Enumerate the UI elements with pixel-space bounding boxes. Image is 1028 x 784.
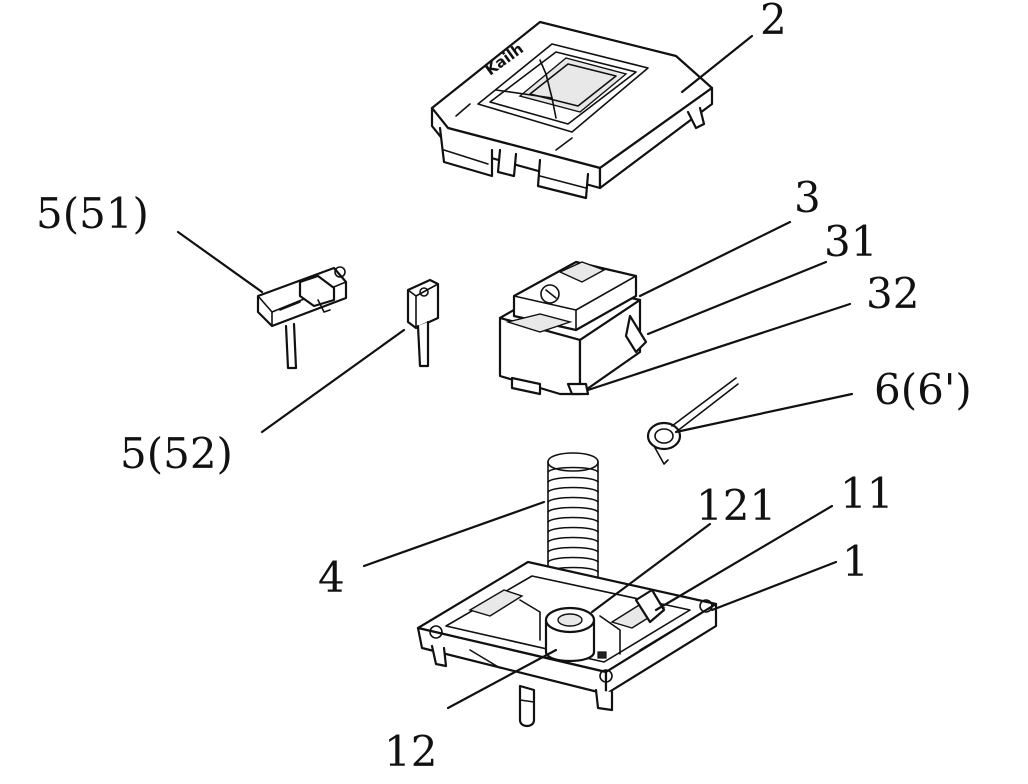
leader-lines: [176, 34, 854, 710]
callout-121: 121: [696, 481, 776, 530]
callout-2: 2: [760, 0, 787, 44]
terminal-52: [406, 278, 440, 368]
leader-32: [586, 302, 852, 392]
leader-121: [590, 522, 712, 614]
leader-3: [638, 220, 792, 298]
leader-31: [646, 260, 828, 336]
top-housing: Kailh: [430, 20, 714, 200]
callout-1: 1: [842, 537, 869, 586]
leader-5-52: [260, 328, 406, 434]
callout-5-51: 5(51): [36, 189, 149, 238]
callout-5-52: 5(52): [120, 429, 233, 478]
leader-6: [674, 392, 854, 434]
callout-6: 6(6'): [874, 365, 972, 414]
terminal-51: [256, 266, 348, 370]
bottom-housing: [416, 560, 718, 728]
callout-labels: 2 5(51) 3 31 32 6(6') 5(52) 121 11 4 1 1…: [36, 0, 972, 776]
callout-4: 4: [318, 553, 345, 602]
callout-12: 12: [384, 727, 437, 776]
leader-5-51: [176, 230, 264, 294]
leader-12: [446, 648, 558, 710]
coil-spring: [547, 452, 599, 583]
callout-11: 11: [840, 469, 893, 518]
leader-4: [362, 500, 546, 568]
callout-31: 31: [824, 217, 877, 266]
leader-2: [680, 34, 754, 94]
leader-11: [654, 504, 834, 612]
stem: [498, 260, 648, 396]
callout-3: 3: [794, 173, 821, 222]
leader-1: [710, 560, 838, 612]
torsion-spring: [646, 377, 739, 465]
callout-32: 32: [866, 269, 919, 318]
